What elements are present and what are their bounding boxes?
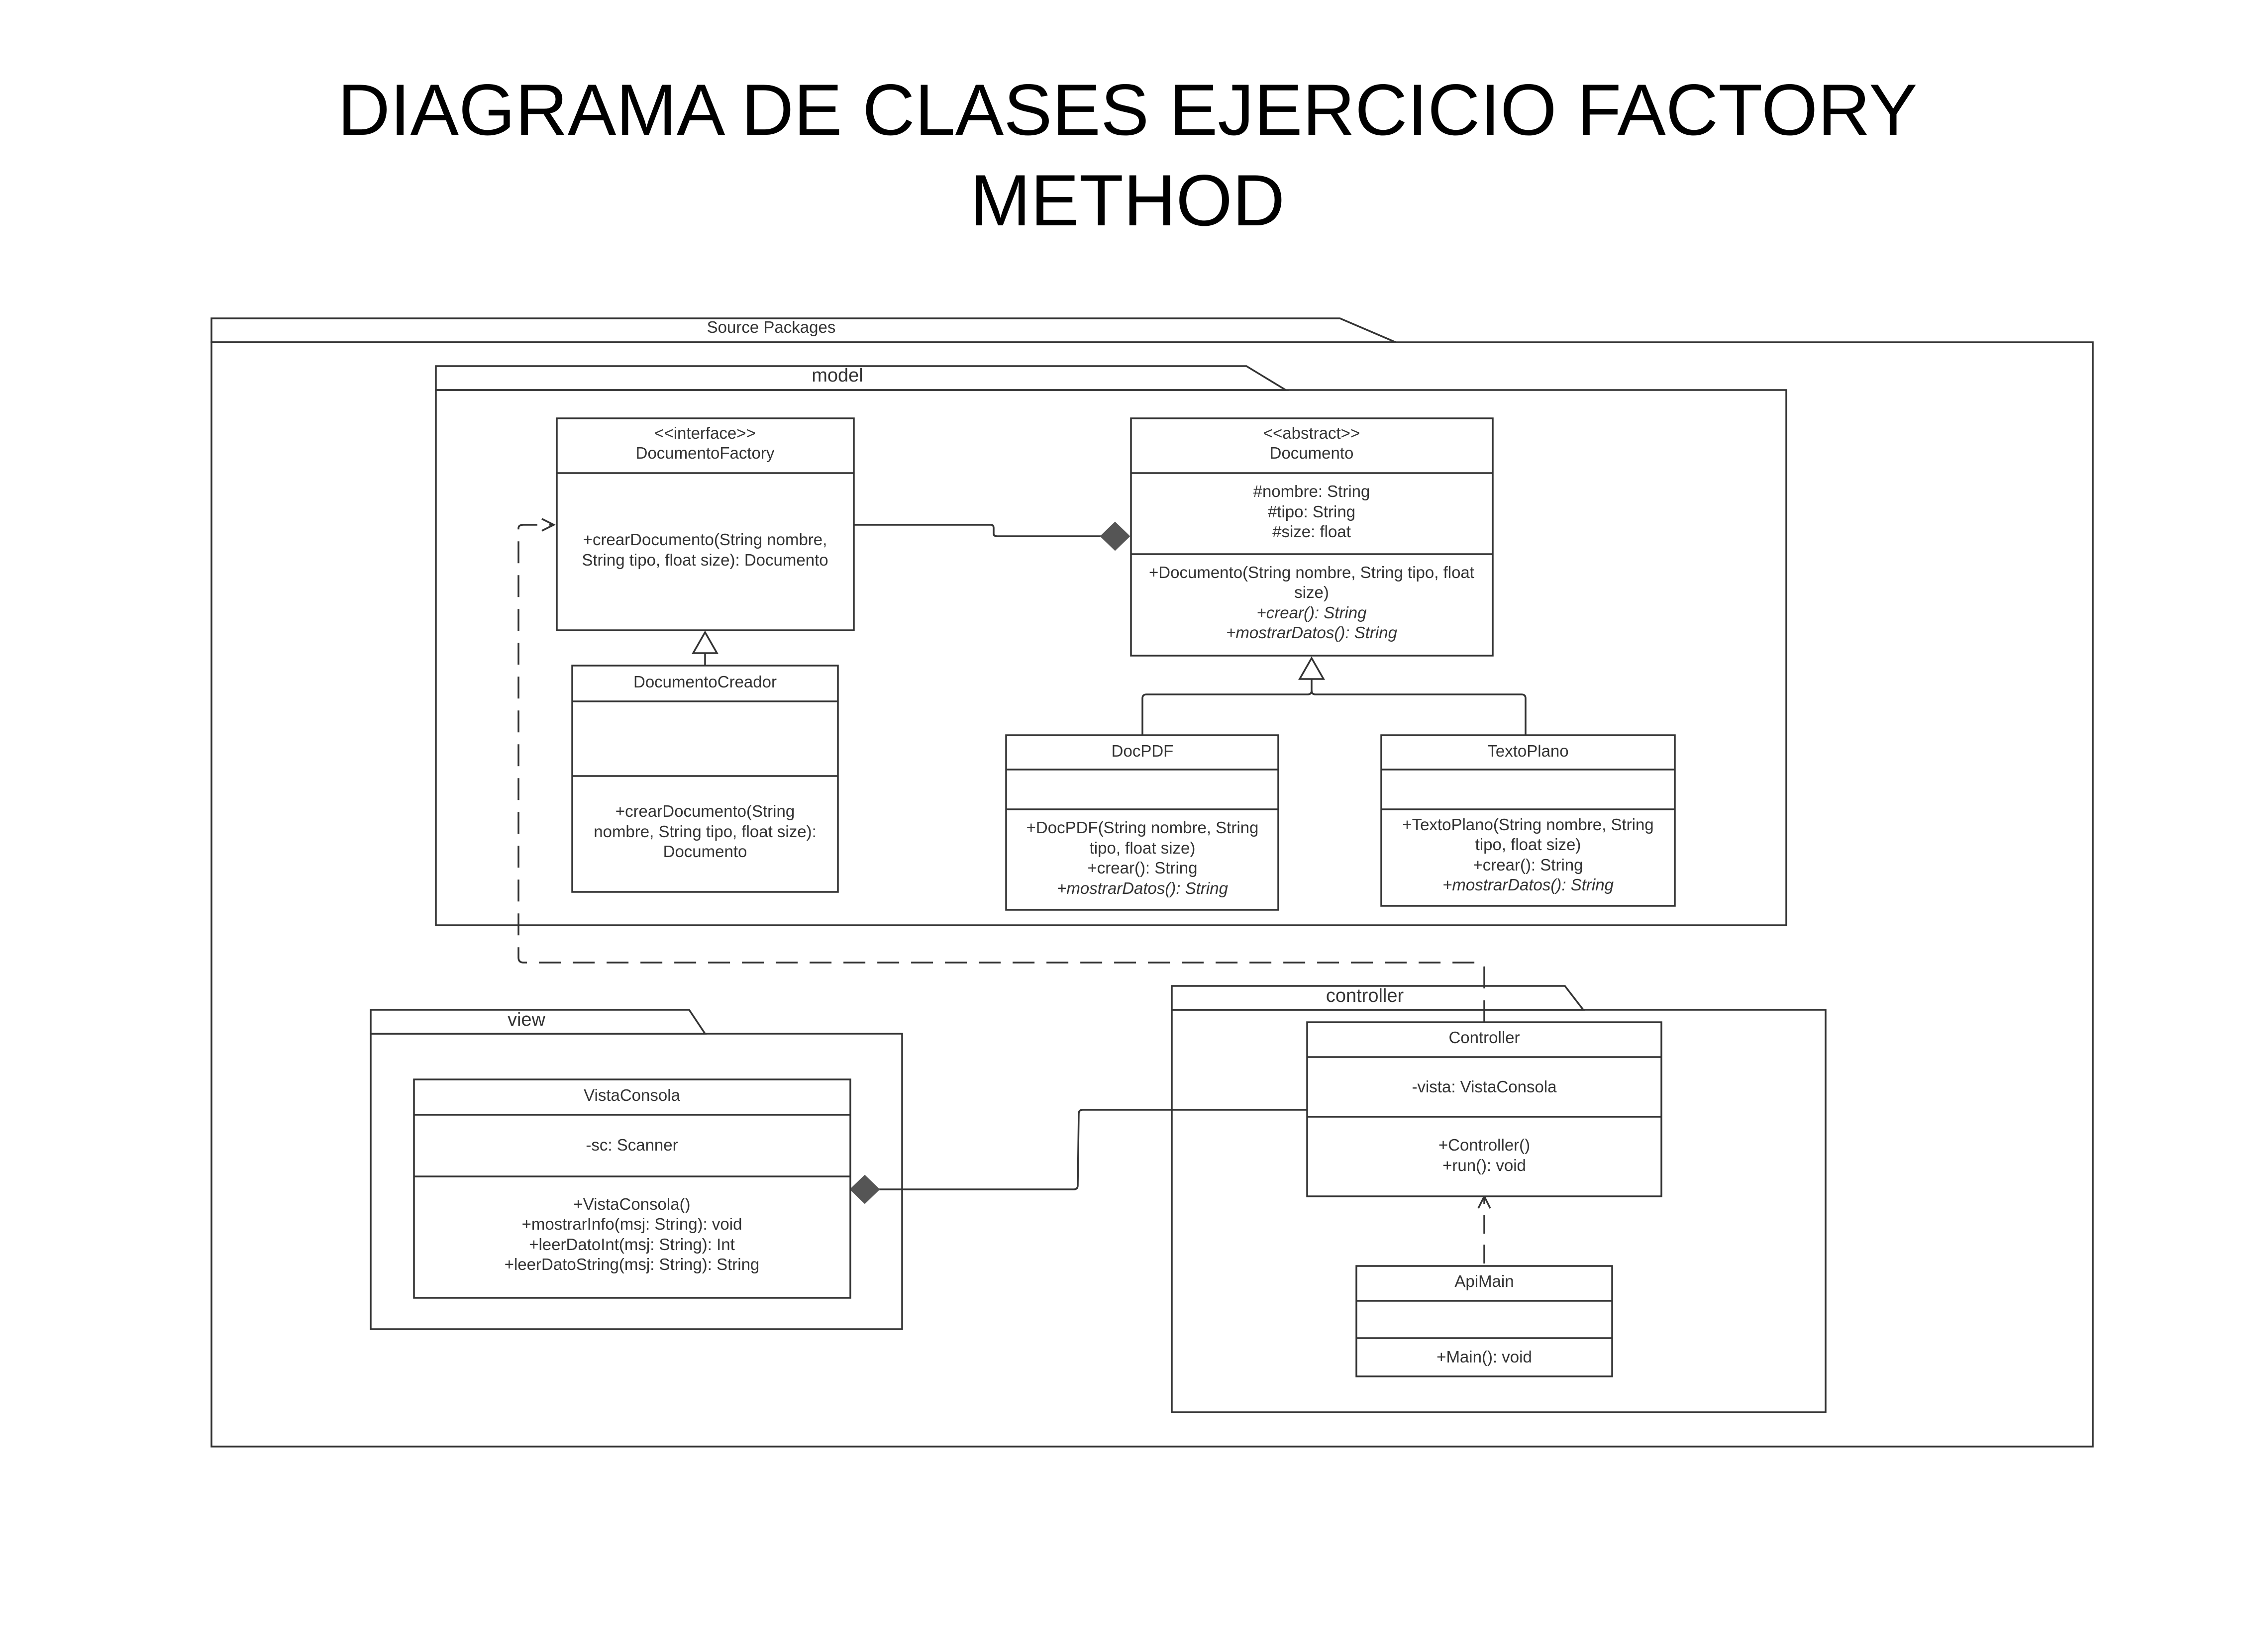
documento-method-mostrar-datos: +mostrarDatos(): String — [1226, 623, 1397, 642]
documento-creador-method-line-1: +crearDocumento(String — [615, 802, 795, 820]
class-documento-factory[interactable]: <<interface>> DocumentoFactory +crearDoc… — [556, 417, 855, 631]
documento-creador-method-line-2: nombre, String tipo, float size): — [594, 822, 817, 841]
documento-stereotype: <<abstract>> — [1263, 424, 1360, 442]
class-texto-plano[interactable]: TextoPlano +TextoPlano(String nombre, St… — [1380, 734, 1676, 907]
class-controller[interactable]: Controller -vista: VistaConsola +Control… — [1306, 1021, 1662, 1197]
vista-consola-attr-sc: -sc: Scanner — [586, 1136, 678, 1154]
class-documento-creador[interactable]: DocumentoCreador +crearDocumento(String … — [571, 665, 839, 893]
texto-plano-method-constructor-line-2: tipo, float size) — [1475, 835, 1581, 854]
package-view: view — [370, 1009, 903, 1330]
inheritance-triangle-documento — [1298, 656, 1326, 680]
documento-attr-size: #size: float — [1272, 522, 1351, 541]
class-vista-consola[interactable]: VistaConsola -sc: Scanner +VistaConsola(… — [413, 1078, 851, 1299]
class-doc-pdf[interactable]: DocPDF +DocPDF(String nombre, String tip… — [1005, 734, 1279, 911]
documento-attr-tipo: #tipo: String — [1268, 502, 1355, 521]
api-main-method-main: +Main(): void — [1436, 1348, 1532, 1366]
texto-plano-method-mostrar-datos: +mostrarDatos(): String — [1442, 875, 1614, 894]
package-controller-label: controller — [1326, 985, 1404, 1006]
documento-method-constructor-line-2: size) — [1294, 583, 1329, 601]
documento-creador-name: DocumentoCreador — [633, 673, 777, 691]
package-model: model — [435, 365, 1787, 926]
documento-factory-method-line-1: +crearDocumento(String nombre, — [583, 530, 827, 549]
controller-name: Controller — [1448, 1028, 1520, 1047]
class-documento[interactable]: <<abstract>> Documento #nombre: String #… — [1130, 417, 1494, 657]
documento-name: Documento — [1270, 444, 1354, 462]
texto-plano-method-constructor-line-1: +TextoPlano(String nombre, String — [1402, 815, 1653, 834]
composition-line-controller-vista — [879, 1109, 1307, 1190]
package-source-label: Source Packages — [707, 318, 836, 336]
vista-consola-method-leer-dato-string: +leerDatoString(msj: String): String — [505, 1255, 760, 1273]
realization-triangle-factory — [691, 630, 719, 654]
documento-factory-stereotype: <<interface>> — [654, 424, 756, 442]
texto-plano-method-crear: +crear(): String — [1473, 856, 1583, 874]
composition-diamond-documento — [1100, 521, 1130, 551]
documento-method-crear: +crear(): String — [1257, 603, 1367, 622]
controller-attr-vista: -vista: VistaConsola — [1412, 1077, 1557, 1096]
documento-attr-nombre: #nombre: String — [1253, 482, 1370, 500]
package-controller: controller — [1171, 985, 1827, 1413]
controller-method-run: +run(): void — [1442, 1156, 1526, 1174]
inheritance-line-textoplano — [1311, 690, 1527, 735]
doc-pdf-method-crear: +crear(): String — [1088, 859, 1198, 877]
title-line-1: DIAGRAMA DE CLASES EJERCICIO FACTORY — [337, 69, 1918, 150]
doc-pdf-method-constructor-line-1: +DocPDF(String nombre, String — [1026, 818, 1259, 837]
doc-pdf-name: DocPDF — [1112, 742, 1174, 760]
vista-consola-method-mostrar-info: +mostrarInfo(msj: String): void — [522, 1215, 742, 1233]
documento-factory-method-line-2: String tipo, float size): Documento — [582, 551, 828, 569]
doc-pdf-method-mostrar-datos: +mostrarDatos(): String — [1057, 879, 1228, 897]
controller-method-constructor: +Controller() — [1438, 1136, 1530, 1154]
title-line-2: METHOD — [970, 160, 1285, 241]
dependency-line-controller-factory — [517, 518, 1485, 1022]
vista-consola-method-constructor: +VistaConsola() — [573, 1195, 690, 1213]
vista-consola-method-leer-dato-int: +leerDatoInt(msj: String): Int — [529, 1235, 735, 1254]
doc-pdf-method-constructor-line-2: tipo, float size) — [1090, 839, 1196, 857]
composition-line-factory-documento — [854, 524, 1101, 537]
package-model-label: model — [812, 365, 863, 386]
api-main-name: ApiMain — [1454, 1272, 1514, 1290]
documento-method-constructor-line-1: +Documento(String nombre, String tipo, f… — [1149, 563, 1474, 582]
vista-consola-name: VistaConsola — [584, 1086, 680, 1104]
package-source-packages: Source Packages — [210, 317, 2094, 1448]
texto-plano-name: TextoPlano — [1487, 742, 1568, 760]
documento-factory-name: DocumentoFactory — [636, 444, 775, 462]
package-view-label: view — [508, 1009, 546, 1030]
diagram-title: DIAGRAMA DE CLASES EJERCICIO FACTORY MET… — [0, 65, 2255, 246]
composition-diamond-vista — [849, 1174, 880, 1204]
documento-creador-method-line-3: Documento — [663, 842, 747, 861]
class-api-main[interactable]: ApiMain +Main(): void — [1355, 1265, 1613, 1377]
inheritance-line-docpdf — [1141, 679, 1313, 735]
